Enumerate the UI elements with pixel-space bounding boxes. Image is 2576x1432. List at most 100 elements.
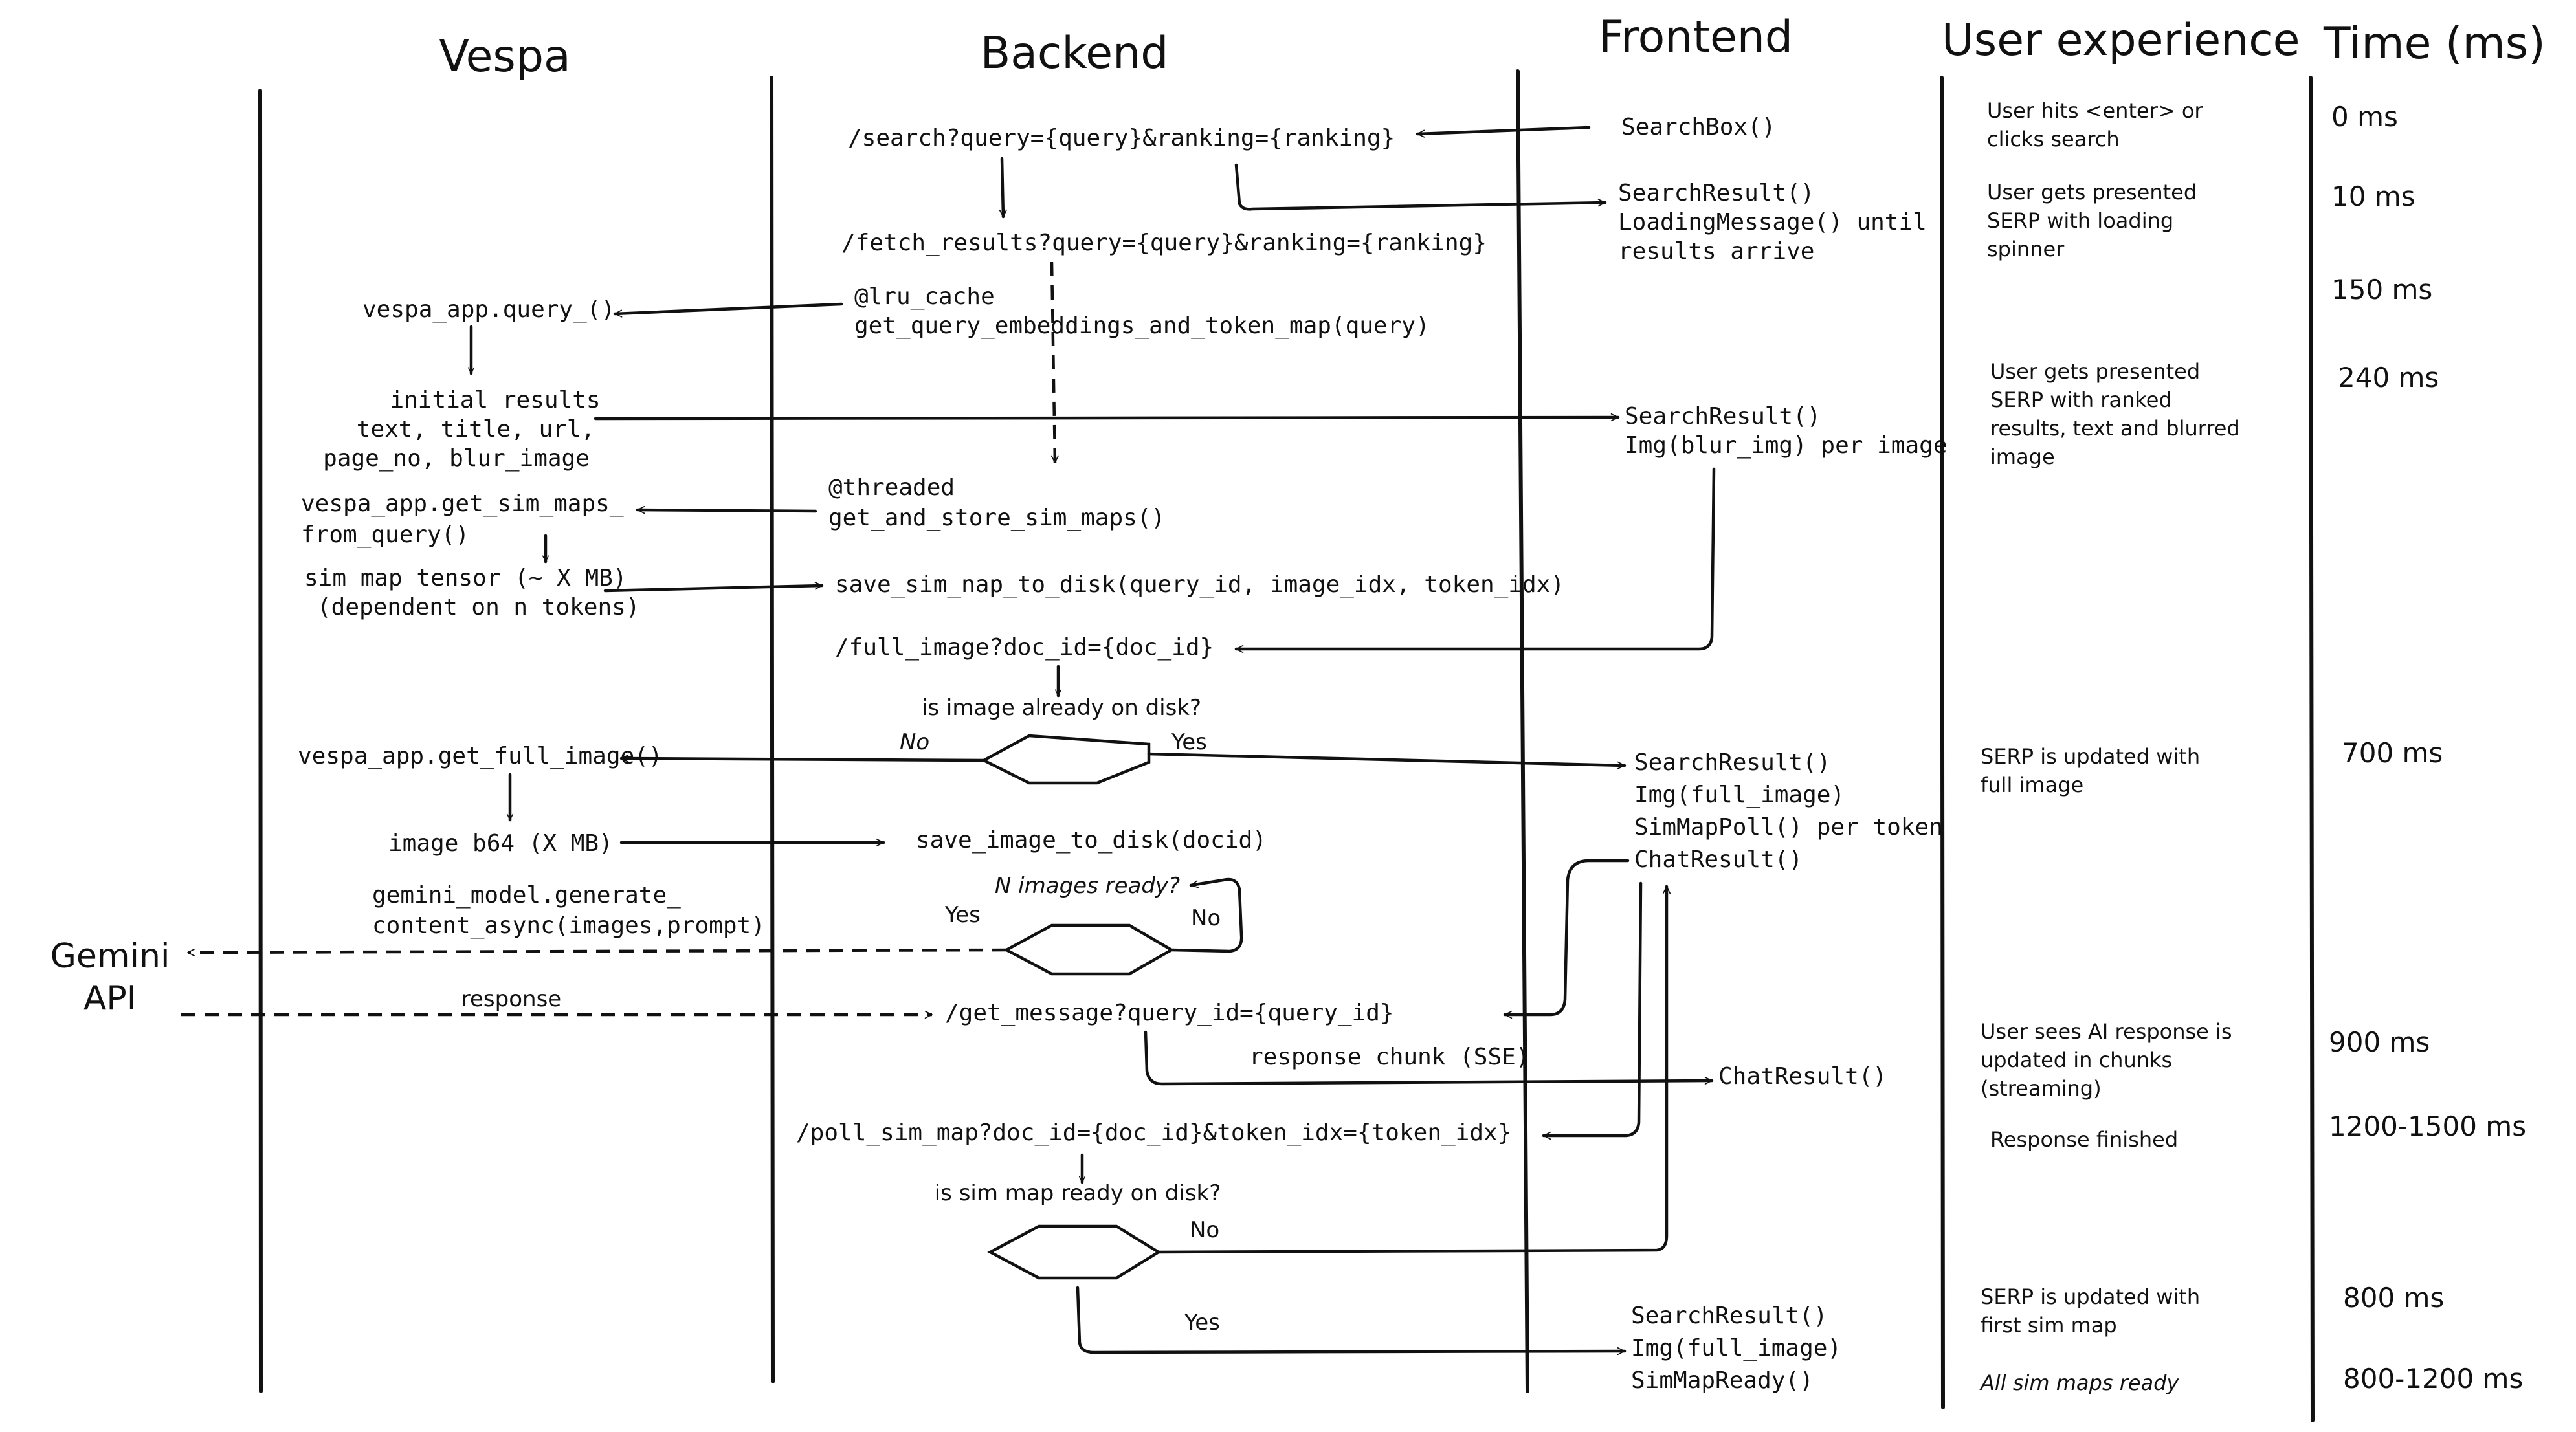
- arrow-chatresult-to-get-message: [1503, 859, 1630, 1019]
- arrow-decision-yes-to-gemini: [187, 948, 1007, 957]
- vespa-get-sim-maps-1: vespa_app.get_sim_maps_: [301, 490, 624, 517]
- time-value: 900 ms: [2329, 1026, 2430, 1058]
- header-user-experience: User experience: [1942, 15, 2300, 66]
- time-value: 800-1200 ms: [2343, 1363, 2523, 1394]
- frontend-img-full-1: Img(full_image): [1634, 782, 1845, 808]
- ux-note-line: (streaming): [1981, 1076, 2102, 1101]
- ux-note-response-finished: Response finished: [1990, 1127, 2178, 1152]
- decision-sim-map-ready: [987, 1224, 1162, 1280]
- ux-note-line: SERP is updated with: [1981, 1284, 2200, 1309]
- backend-fetch-results: /fetch_results?query={query}&ranking={ra…: [841, 230, 1487, 256]
- arrow-decision-yes-to-searchresult: [1147, 752, 1627, 769]
- backend-image-on-disk-question: is image already on disk?: [922, 695, 1201, 721]
- ux-note-line: results, text and blurred: [1990, 416, 2240, 441]
- frontend-searchresult-3: SearchResult(): [1634, 749, 1830, 776]
- arrow-initial-results-to-searchresult: [594, 413, 1620, 422]
- ux-note-line: User sees AI response is: [1981, 1019, 2232, 1044]
- vespa-backend-lane-line: [770, 76, 775, 1383]
- backend-poll-sim-map-endpoint: /poll_sim_map?doc_id={doc_id}&token_idx=…: [796, 1119, 1511, 1146]
- vespa-gemini-call-2: content_async(images,prompt): [372, 912, 765, 939]
- backend-save-sim-map: save_sim_nap_to_disk(query_id, image_idx…: [835, 571, 1564, 598]
- vespa-sim-map-tensor-2: (dependent on n tokens): [317, 594, 640, 621]
- backend-n-images-ready-question: N images ready?: [995, 873, 1180, 899]
- backend-threaded: @threaded: [828, 474, 955, 501]
- vespa-sim-map-tensor-1: sim map tensor (~ X MB): [304, 565, 627, 591]
- arrow-search-to-searchresult: [1234, 163, 1607, 211]
- frontend-loading-line-2: results arrive: [1618, 238, 1814, 265]
- ux-note-line: spinner: [1987, 237, 2065, 261]
- frontend-loading-line-1: LoadingMessage() until: [1618, 209, 1927, 236]
- vespa-get-sim-maps-2: from_query(): [301, 522, 469, 548]
- ux-note-line: clicks search: [1987, 127, 2120, 151]
- frontend-chatresult-2: ChatResult(): [1718, 1063, 1887, 1090]
- ux-note-line: full image: [1981, 773, 2083, 797]
- arrow-tensor-to-save-sim-map: [603, 582, 824, 593]
- edge-label-yes-n-images: Yes: [944, 902, 981, 928]
- time-value: 240 ms: [2338, 362, 2439, 393]
- backend-get-query-embeddings: get_query_embeddings_and_token_map(query…: [854, 313, 1430, 339]
- time-value: 800 ms: [2343, 1282, 2444, 1314]
- arrow-search-to-fetch-results: [999, 157, 1007, 219]
- frontend-chatresult-1: ChatResult(): [1634, 846, 1803, 873]
- arrow-no-loop-to-n-images: [1170, 877, 1243, 953]
- ux-note-line: image: [1990, 445, 2055, 469]
- arrow-lru-cache-to-vespa-query: [613, 302, 843, 318]
- time-value: 150 ms: [2331, 274, 2432, 305]
- arrow-decision-no-to-simmappoll: [1157, 885, 1671, 1254]
- vespa-initial-results-2: text, title, url,: [357, 416, 595, 443]
- time-value: 700 ms: [2342, 737, 2443, 769]
- backend-response-chunk: response chunk (SSE): [1249, 1044, 1529, 1070]
- header-vespa: Vespa: [439, 31, 570, 82]
- backend-sim-map-ready-question: is sim map ready on disk?: [935, 1180, 1221, 1206]
- frontend-simmappoll: SimMapPoll() per token: [1634, 814, 1943, 841]
- edge-label-no-sim-map: No: [1190, 1217, 1219, 1243]
- gemini-api-label-1: Gemini: [50, 937, 170, 976]
- ux-note-line: SERP with ranked: [1990, 388, 2172, 412]
- arrow-img-blur-to-full-image: [1234, 467, 1716, 654]
- frontend-searchbox: SearchBox(): [1621, 114, 1775, 140]
- arrow-get-message-to-chatresult: [1144, 1030, 1714, 1086]
- ux-note-line: SERP is updated with: [1981, 744, 2200, 769]
- vespa-left-lane-line: [258, 89, 263, 1393]
- backend-get-and-store-sim-maps: get_and_store_sim_maps(): [828, 505, 1165, 531]
- time-value: 0 ms: [2331, 101, 2398, 133]
- arrow-threaded-to-get-sim-maps: [636, 506, 817, 514]
- ux-note-line: User gets presented: [1987, 180, 2197, 204]
- ux-note-full-image: SERP is updated with full image: [1981, 744, 2200, 797]
- gemini-response-label: response: [461, 986, 561, 1012]
- vespa-query: vespa_app.query_(): [362, 296, 615, 323]
- ux-note-line: User hits <enter> or: [1987, 98, 2203, 123]
- arrow-simmappoll-to-poll-sim-map: [1542, 881, 1643, 1140]
- frontend-searchresult-4: SearchResult(): [1631, 1303, 1827, 1329]
- ux-note-search: User hits <enter> or clicks search: [1987, 98, 2203, 151]
- gemini-api-label-2: API: [83, 979, 137, 1018]
- ux-note-line: updated in chunks: [1981, 1048, 2172, 1072]
- backend-full-image-endpoint: /full_image?doc_id={doc_id}: [835, 634, 1214, 661]
- backend-save-image: save_image_to_disk(docid): [916, 827, 1267, 854]
- vespa-image-b64: image b64 (X MB): [388, 830, 613, 857]
- vespa-initial-results-3: page_no, blur_image: [323, 445, 590, 472]
- header-backend: Backend: [981, 28, 1169, 79]
- ux-note-line: All sim maps ready: [1979, 1371, 2179, 1395]
- edge-label-yes-image: Yes: [1171, 729, 1207, 755]
- time-values: 0 ms 10 ms 150 ms 240 ms 700 ms 900 ms 1…: [2329, 101, 2526, 1394]
- frontend-img-full-2: Img(full_image): [1631, 1335, 1841, 1361]
- lane-separators: [258, 69, 2315, 1422]
- ux-note-ai-streaming: User sees AI response is updated in chunk…: [1981, 1019, 2232, 1101]
- backend-get-message-endpoint: /get_message?query_id={query_id}: [945, 1000, 1394, 1026]
- time-value: 1200-1500 ms: [2329, 1110, 2526, 1142]
- arrow-decision-yes-to-searchresult-final: [1076, 1286, 1627, 1356]
- vespa-get-full-image: vespa_app.get_full_image(): [298, 743, 663, 769]
- frontend-img-blur: Img(blur_img) per image: [1625, 432, 1948, 459]
- ux-note-line: SERP with loading: [1987, 208, 2173, 233]
- decision-image-on-disk: [981, 734, 1151, 785]
- decision-n-images-ready: [1003, 923, 1175, 976]
- frontend-searchresult-2: SearchResult(): [1625, 403, 1821, 430]
- backend-search-endpoint: /search?query={query}&ranking={ranking}: [848, 125, 1395, 151]
- arrow-searchbox-to-search: [1416, 126, 1591, 138]
- ux-note-line: User gets presented: [1990, 359, 2200, 384]
